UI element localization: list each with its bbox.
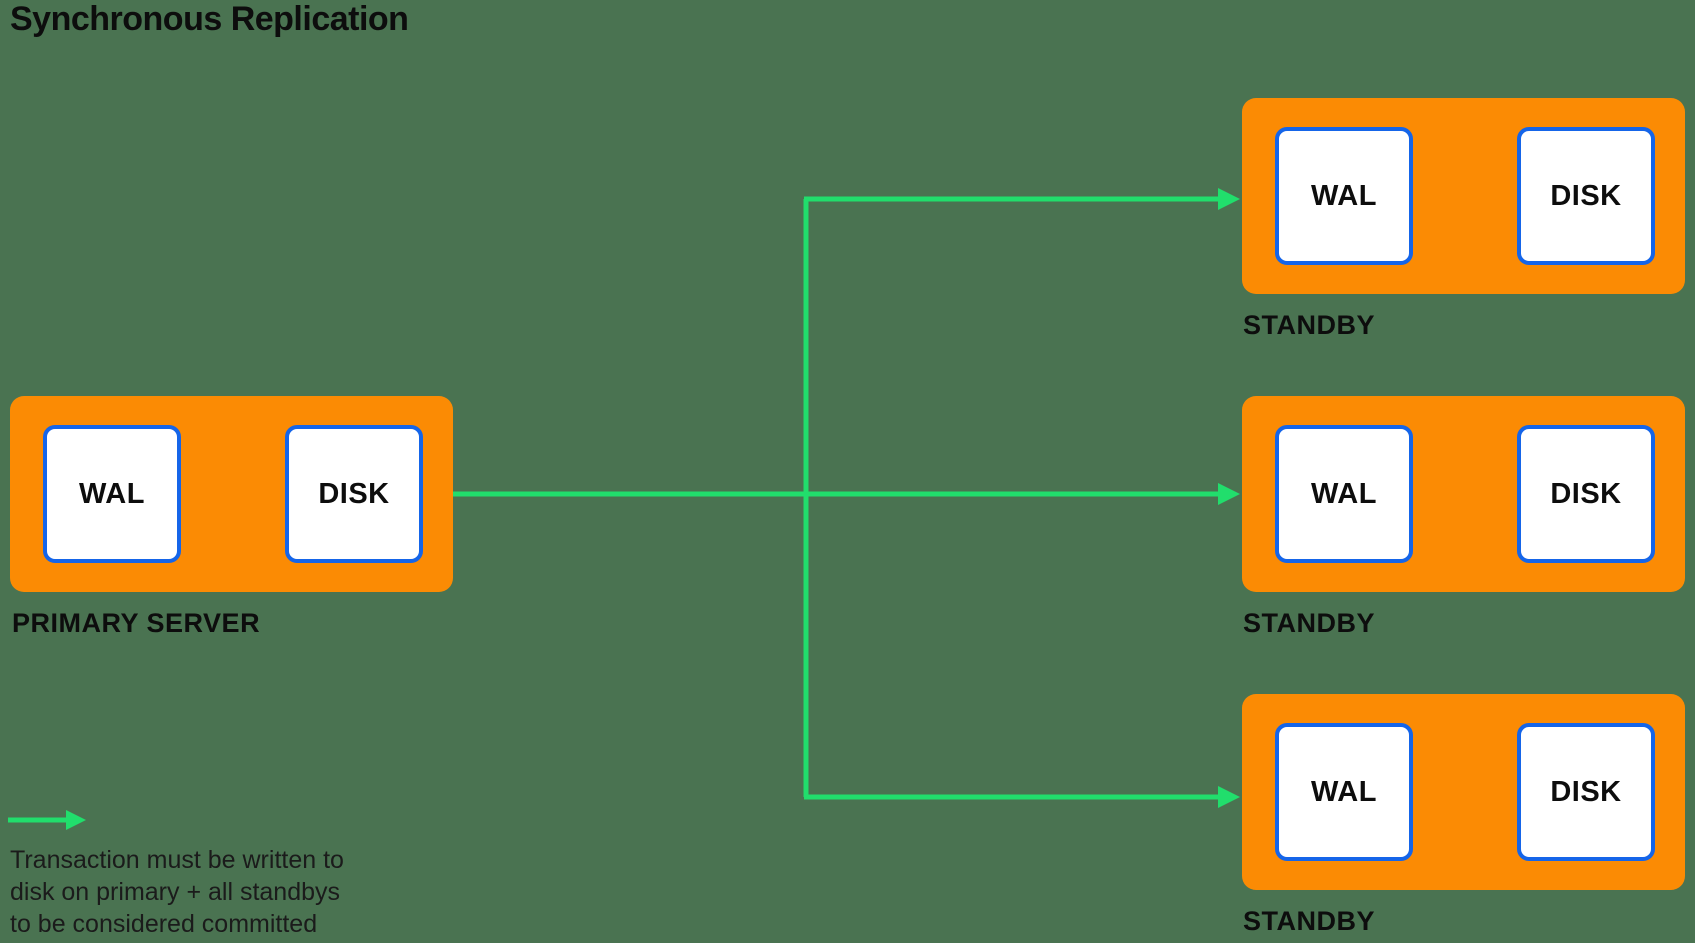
primary-wal-label: WAL <box>79 477 145 510</box>
primary-disk-node: DISK <box>285 425 423 563</box>
primary-server-group: WAL DISK <box>10 396 453 592</box>
standby-3-wal-node: WAL <box>1275 723 1413 861</box>
arrowhead-to-standby-3 <box>1218 786 1240 808</box>
standby-2-wal-node: WAL <box>1275 425 1413 563</box>
primary-wal-node: WAL <box>43 425 181 563</box>
standby-2-caption: STANDBY <box>1243 608 1376 638</box>
standby-3-caption: STANDBY <box>1243 906 1376 936</box>
legend-arrowhead <box>66 810 86 830</box>
legend-caption-line-1: Transaction must be written to <box>10 846 344 874</box>
standby-1-caption: STANDBY <box>1243 310 1376 340</box>
arrowhead-to-standby-2 <box>1218 483 1240 505</box>
standby-2-group: WAL DISK <box>1242 396 1685 592</box>
standby-1-disk-node: DISK <box>1517 127 1655 265</box>
standby-2-disk-label: DISK <box>1550 477 1622 510</box>
standby-2-wal-label: WAL <box>1311 477 1377 510</box>
page-title: Synchronous Replication <box>10 0 409 38</box>
legend-caption-line-2: disk on primary + all standbys <box>10 878 341 906</box>
standby-1-group: WAL DISK <box>1242 98 1685 294</box>
arrowhead-to-standby-1 <box>1218 188 1240 210</box>
standby-1-wal-node: WAL <box>1275 127 1413 265</box>
standby-1-disk-label: DISK <box>1550 179 1622 212</box>
primary-disk-label: DISK <box>318 477 390 510</box>
standby-3-group: WAL DISK <box>1242 694 1685 890</box>
standby-3-disk-node: DISK <box>1517 723 1655 861</box>
primary-server-caption: PRIMARY SERVER <box>12 608 261 638</box>
standby-1-wal-label: WAL <box>1311 179 1377 212</box>
legend-caption: Transaction must be written to disk on p… <box>10 844 344 940</box>
standby-3-wal-label: WAL <box>1311 775 1377 808</box>
standby-2-disk-node: DISK <box>1517 425 1655 563</box>
legend-caption-line-3: to be considered committed <box>10 910 318 938</box>
standby-3-disk-label: DISK <box>1550 775 1622 808</box>
